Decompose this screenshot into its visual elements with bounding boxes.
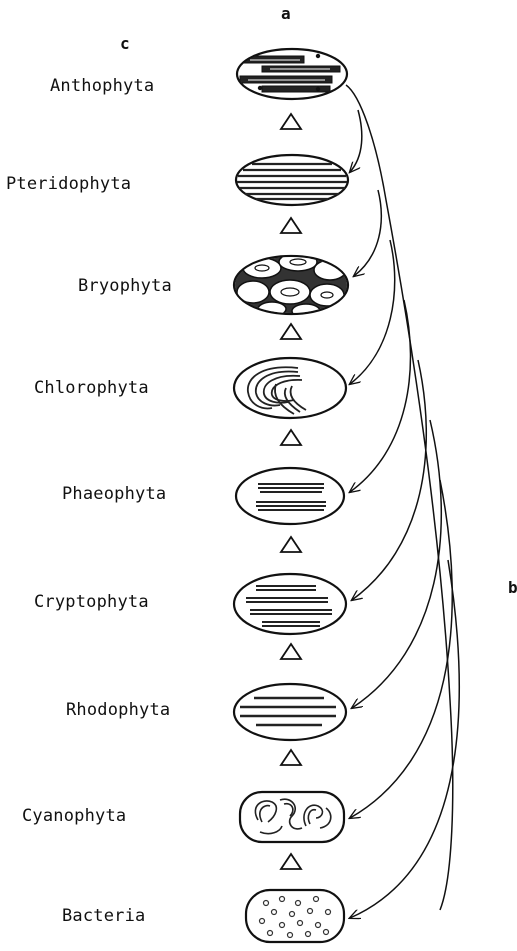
step-triangle: [281, 854, 301, 869]
bryophyta-plastid: [230, 250, 355, 320]
step-triangle: [281, 537, 301, 552]
chlorophyta-plastid: [234, 358, 346, 418]
step-triangle: [281, 324, 301, 339]
step-triangle: [281, 218, 301, 233]
cryptophyta-plastid: [234, 574, 346, 634]
bacteria-cell: [246, 890, 344, 942]
trunk-line: [346, 85, 453, 910]
arrow-to-phaeophyta: [350, 300, 410, 492]
arrow-to-bryophyta: [354, 190, 381, 276]
step-triangle: [281, 430, 301, 445]
arrow-to-bacteria: [350, 560, 459, 918]
lineage-arrows: [346, 85, 459, 918]
arrow-to-chlorophyta: [350, 240, 395, 384]
phaeophyta-plastid: [236, 468, 344, 524]
step-triangle: [281, 750, 301, 765]
rhodophyta-plastid: [234, 684, 346, 740]
arrow-to-cyanophyta: [350, 480, 452, 818]
cyanophyta-cell: [240, 792, 344, 842]
step-triangle: [281, 114, 301, 129]
anthophyta-plastid: [237, 49, 347, 99]
step-triangle: [281, 644, 301, 659]
arrow-to-pteridophyta: [350, 110, 362, 172]
pteridophyta-plastid: [236, 155, 348, 205]
arrow-to-cryptophyta: [352, 360, 426, 600]
